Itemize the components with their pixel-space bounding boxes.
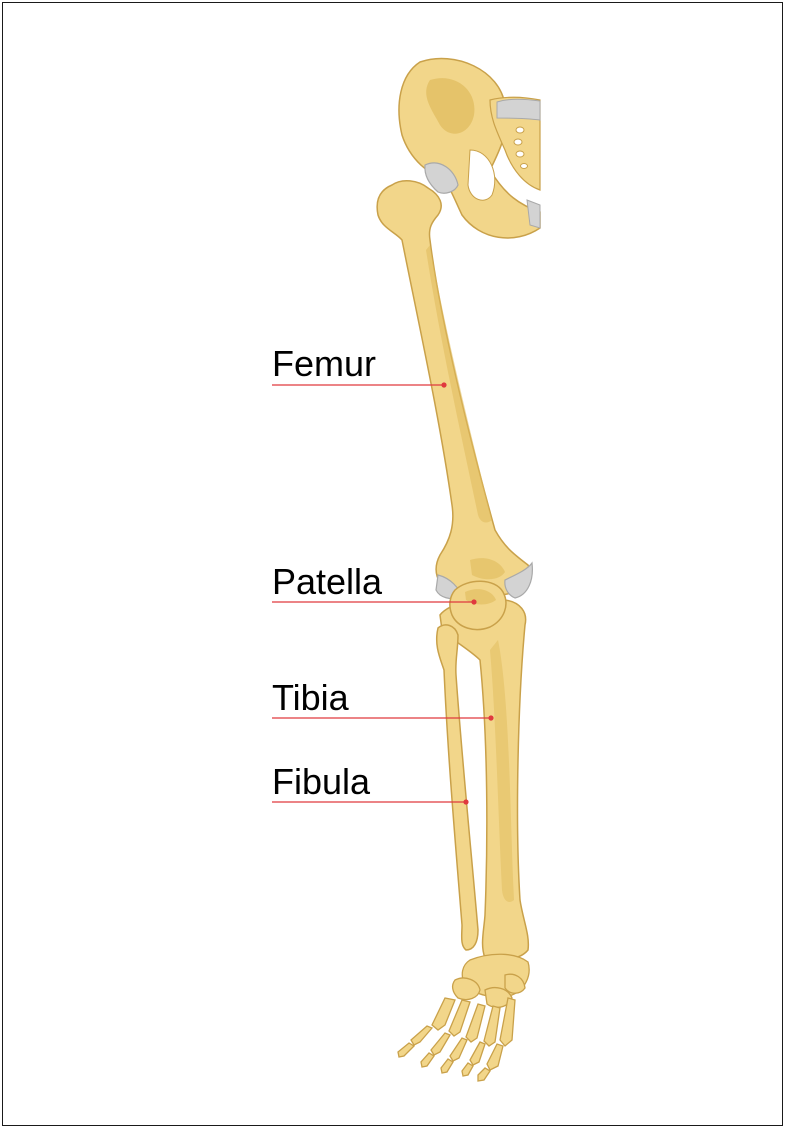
fibula-label: Fibula [272, 764, 370, 800]
femur-bone [377, 181, 530, 597]
tibia-leader-dot [488, 715, 493, 720]
tibia-label: Tibia [272, 680, 349, 716]
patella-label: Patella [272, 564, 382, 600]
fibula-leader-dot [463, 799, 468, 804]
fibula-bone [437, 625, 478, 950]
patella-leader-dot [471, 599, 476, 604]
patella-bone [450, 581, 506, 629]
femur-label: Femur [272, 346, 376, 382]
foot-bones [398, 954, 529, 1081]
femur-leader-dot [441, 382, 446, 387]
